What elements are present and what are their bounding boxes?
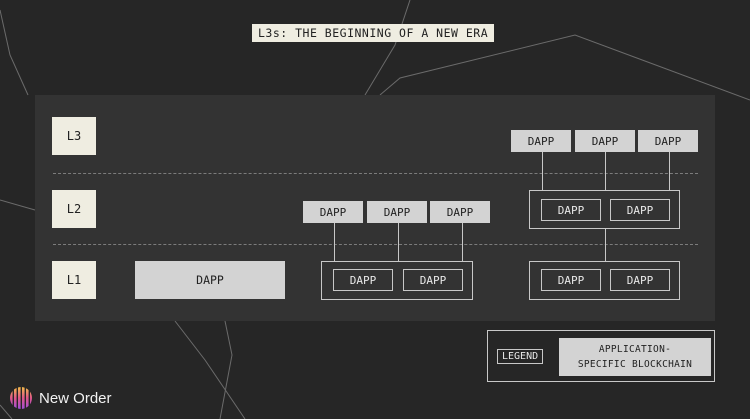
- layers-panel: L3 L2 L1 DAPP DAPP DAPP DAPP DAPP DAPP D…: [35, 95, 715, 321]
- dapp-l1-right-chain-2: DAPP: [610, 269, 670, 291]
- connector-line: [542, 152, 543, 190]
- connector-line: [334, 223, 335, 261]
- legend-box: LEGEND APPLICATION-SPECIFIC BLOCKCHAIN: [487, 330, 715, 382]
- appchain-l2-right: [529, 190, 680, 229]
- layer-label-l2: L2: [52, 190, 96, 228]
- brand-name: New Order: [39, 389, 112, 407]
- striped-circle-logo-icon: [10, 387, 32, 409]
- layer-divider: [53, 173, 698, 174]
- connector-line: [605, 229, 606, 261]
- legend-label: LEGEND: [497, 349, 544, 364]
- dapp-l1-right-chain-1: DAPP: [541, 269, 601, 291]
- appchain-l1-right: [529, 261, 680, 300]
- connector-line: [398, 223, 399, 261]
- dapp-l2-middle-2: DAPP: [367, 201, 427, 223]
- layer-label-l3: L3: [52, 117, 96, 155]
- connector-line: [669, 152, 670, 190]
- dapp-l3-1: DAPP: [511, 130, 571, 152]
- layer-divider: [53, 244, 698, 245]
- connector-line: [605, 152, 606, 190]
- dapp-l1-chain-1: DAPP: [333, 269, 393, 291]
- dapp-l2-middle-3: DAPP: [430, 201, 490, 223]
- dapp-l1-standalone: DAPP: [135, 261, 285, 299]
- dapp-l2-chain-1: DAPP: [541, 199, 601, 221]
- dapp-l3-2: DAPP: [575, 130, 635, 152]
- appchain-l1-middle: [321, 261, 473, 300]
- diagram-title: L3s: THE BEGINNING OF A NEW ERA: [252, 24, 495, 42]
- legend-swatch-text: APPLICATION-SPECIFIC BLOCKCHAIN: [577, 344, 693, 370]
- brand-logo: New Order: [9, 385, 112, 411]
- connector-line: [462, 223, 463, 261]
- legend-appchain-swatch: APPLICATION-SPECIFIC BLOCKCHAIN: [559, 338, 711, 376]
- dapp-l2-middle-1: DAPP: [303, 201, 363, 223]
- dapp-l3-3: DAPP: [638, 130, 698, 152]
- layer-label-l1: L1: [52, 261, 96, 299]
- dapp-l1-chain-2: DAPP: [403, 269, 463, 291]
- dapp-l2-chain-2: DAPP: [610, 199, 670, 221]
